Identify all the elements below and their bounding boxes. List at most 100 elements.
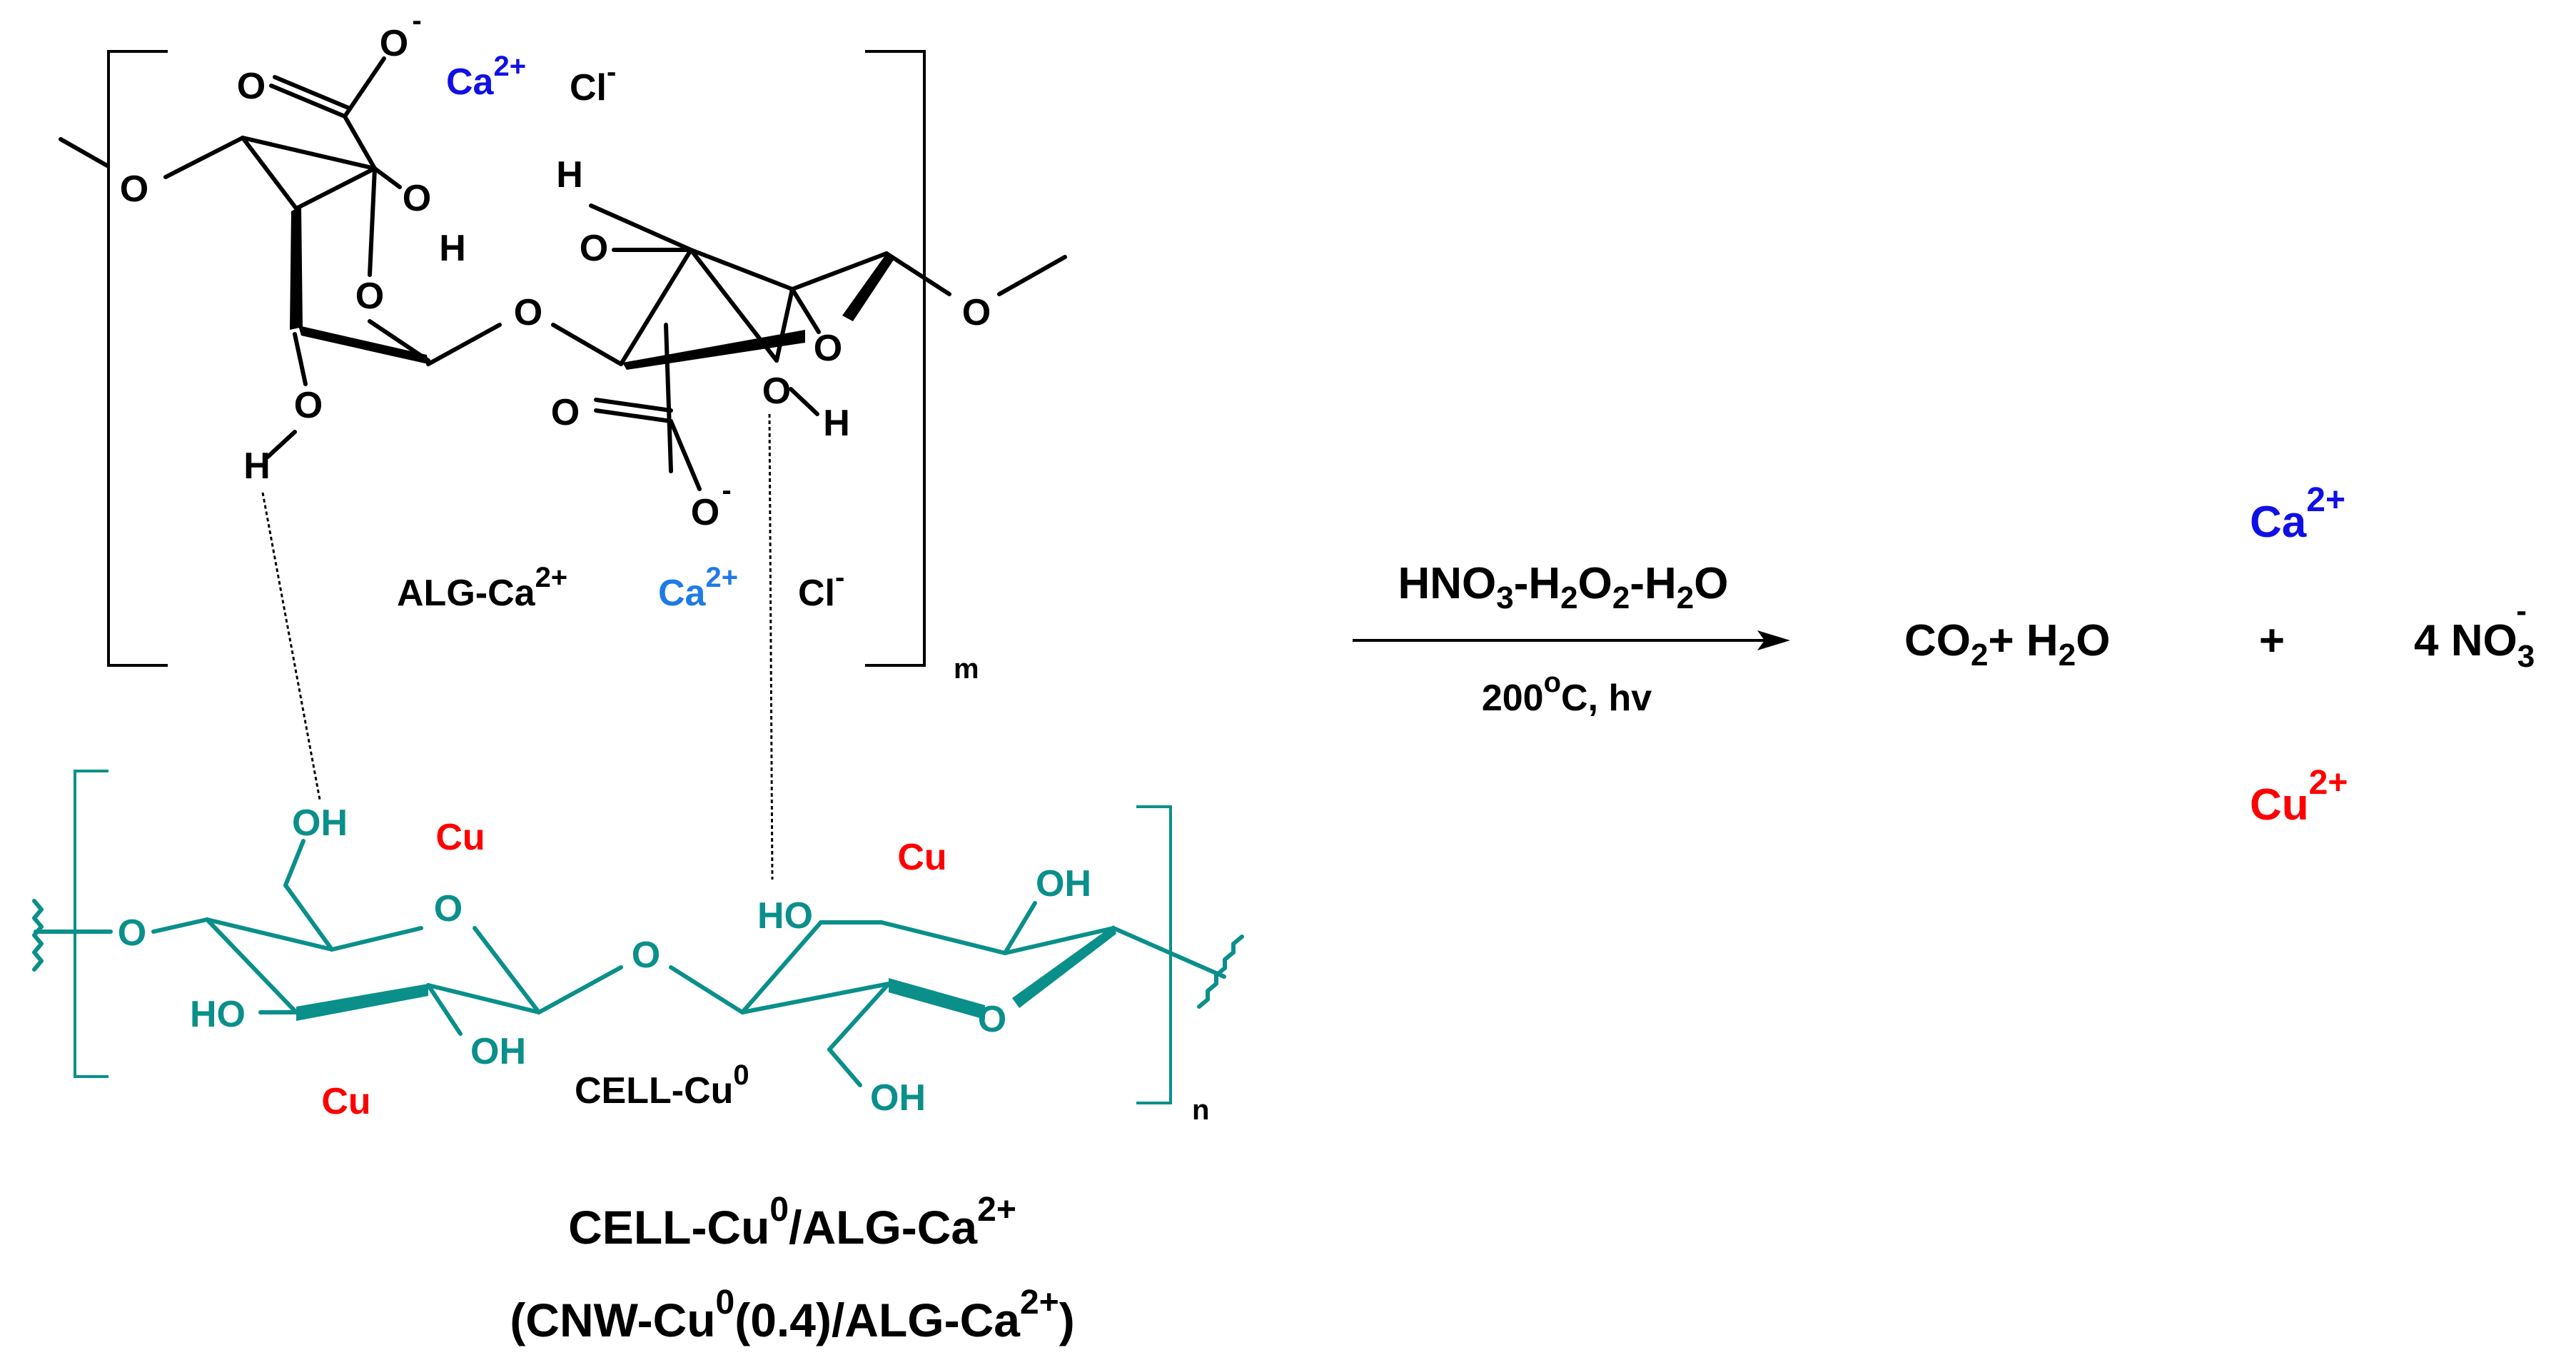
bond (827, 1047, 862, 1087)
product-calcium: Ca2+ (2250, 481, 2345, 547)
bond (294, 166, 377, 211)
bond (1003, 901, 1037, 955)
bond (740, 920, 823, 1014)
bond (426, 983, 541, 1014)
bond (827, 982, 891, 1052)
chloride-ion-mid: Cl- (798, 562, 844, 614)
reagent-label: HNO3-H2O2-H2O (1398, 559, 1728, 615)
bond (283, 883, 334, 952)
bond (594, 398, 673, 413)
atom-o: O (380, 23, 408, 64)
calcium-ion-top: Ca2+ (446, 51, 526, 103)
bond-wedge (842, 253, 894, 321)
bond (689, 248, 779, 363)
atom-o: O (551, 392, 580, 433)
bond-wedge (1012, 925, 1116, 1008)
arrow-head (1757, 630, 1790, 650)
bond (619, 248, 693, 366)
cellulose-left-bracket (74, 770, 108, 1078)
product-copper: Cu2+ (2250, 764, 2348, 830)
alginate-repeat-index: m (954, 653, 979, 685)
atom-o: O (118, 912, 146, 954)
chain-end-right (1197, 935, 1244, 1009)
atom-o: O (403, 178, 431, 219)
hydroxyl-ring2-top: OH (1036, 863, 1091, 905)
bond (205, 917, 298, 1014)
hydroxyl-ring2: HO (757, 895, 813, 937)
atom-o: O (120, 168, 148, 210)
atom-o: O (962, 292, 991, 333)
composite-name: CELL-Cu0/ALG-Ca2+ (568, 1191, 1016, 1254)
bond (740, 982, 891, 1014)
bond (343, 56, 386, 119)
charge: - (412, 5, 421, 36)
atom-o: O (434, 888, 463, 930)
product-nitrate: 4 NO3- (2414, 593, 2535, 674)
reaction-arrow-group: HNO3-H2O2-H2O 200oC, hv (1353, 559, 1790, 719)
hydroxyl-left: HO (190, 994, 246, 1035)
bond (594, 408, 673, 423)
bond (1111, 926, 1226, 979)
chloride-ion-top: Cl- (570, 56, 616, 109)
bond (241, 136, 298, 211)
cellulose-unit: O O O O OH HO OH HO OH OH Cu Cu Cu CELL-… (32, 770, 1244, 1126)
bond (241, 136, 377, 171)
bond (269, 84, 347, 119)
chain-end-left (32, 899, 44, 972)
cellulose-label: CELL-Cu0 (575, 1059, 749, 1112)
bond (426, 323, 502, 366)
atom-o: O (978, 999, 1006, 1040)
bond (589, 203, 693, 252)
bond-wedge (298, 326, 428, 364)
alginate-left-bracket (107, 50, 168, 667)
bond (293, 332, 308, 386)
products: Ca2+ CO2+ H2O + 4 NO3- Cu2+ (1904, 481, 2535, 830)
bond (669, 965, 744, 1014)
bond (368, 166, 377, 277)
atom-o: O (762, 371, 791, 412)
cellulose-right-bracket (1136, 805, 1172, 1104)
hydroxyl-ch2-top: OH (292, 802, 348, 844)
copper-label: Cu (321, 1081, 370, 1122)
atom-o: O (580, 228, 608, 269)
product-co2-h2o: CO2+ H2O (1904, 616, 2110, 673)
copper-label: Cu (897, 837, 946, 878)
atom-h: H (823, 403, 850, 444)
bond (664, 323, 673, 473)
bond (774, 287, 794, 363)
atom-o: O (691, 492, 719, 533)
hydrogen-bond (261, 492, 321, 800)
bond-wedge (296, 984, 428, 1021)
bond (884, 251, 951, 296)
condition-label: 200oC, hv (1482, 667, 1652, 719)
bond (997, 255, 1067, 296)
alginate-unit: O O O - O H O O H O H O O O O O - O H Ca… (59, 5, 1067, 685)
bond (473, 926, 541, 1014)
bond (283, 839, 305, 887)
bond (205, 917, 334, 952)
bond (1003, 926, 1116, 955)
bond (373, 166, 402, 189)
hydrogen-bond (768, 413, 774, 880)
cellulose-repeat-index: n (1192, 1094, 1209, 1126)
charge: - (722, 475, 731, 506)
bond (330, 926, 423, 952)
bond-wedge (290, 206, 303, 330)
atom-o: O (355, 276, 384, 317)
atom-o: O (237, 66, 266, 107)
bond-wedge (889, 978, 985, 1019)
atom-o: O (814, 328, 842, 369)
bond (266, 430, 297, 459)
bond (426, 983, 463, 1036)
bond (163, 136, 245, 179)
bond (343, 114, 377, 171)
bond (669, 419, 702, 491)
plus-sign: + (2259, 616, 2285, 665)
atom-o: O (294, 385, 323, 426)
bond (689, 248, 794, 291)
bond (879, 920, 1007, 955)
bond (537, 965, 623, 1014)
atom-h: H (243, 445, 271, 487)
composite-abbreviation: (CNW-Cu0(0.4)/ALG-Ca2+) (510, 1284, 1074, 1346)
